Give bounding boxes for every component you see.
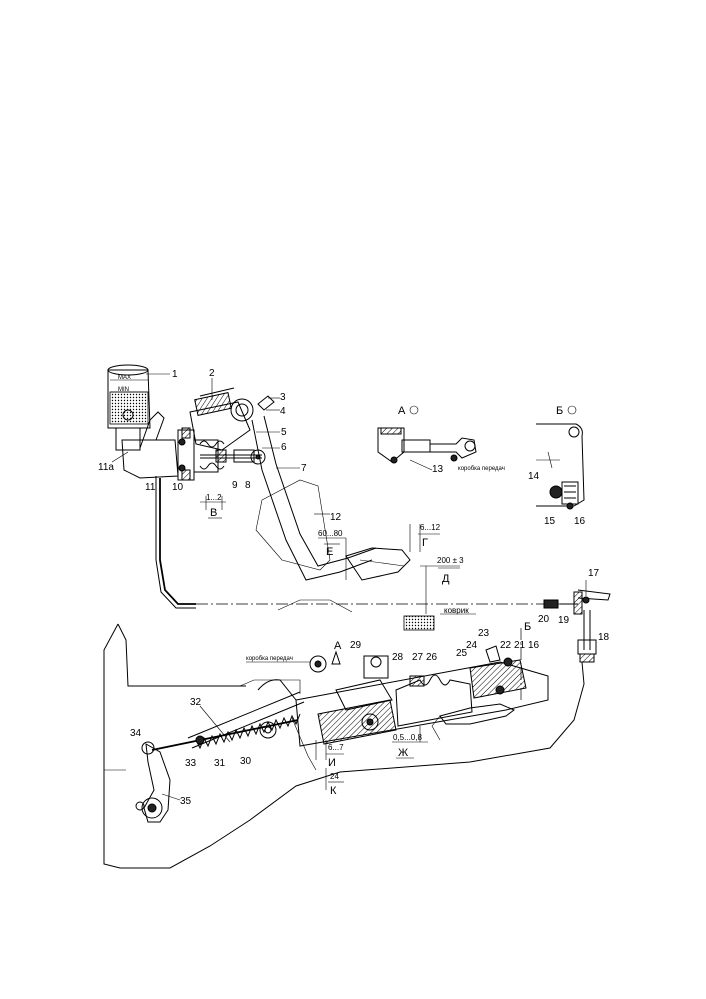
callout-29: 29	[350, 640, 362, 651]
callout-3: 3	[280, 392, 286, 403]
return-spring	[187, 691, 305, 750]
view-b-detail: Б	[536, 405, 585, 510]
slave-cylinder	[295, 645, 549, 747]
dimension-d-value: 200 ± 3	[437, 556, 464, 565]
callout-8: 8	[245, 480, 251, 491]
dimension-e-value: 60...80	[318, 529, 343, 538]
hydraulic-hose	[155, 476, 196, 609]
callout-19: 19	[558, 615, 570, 626]
callout-1: 1	[172, 369, 178, 380]
pedal-bracket	[189, 387, 275, 465]
reservoir-max-label: MAX	[118, 375, 131, 381]
callout-22: 22	[500, 640, 512, 651]
callout-30: 30	[240, 756, 252, 767]
push-rod	[141, 719, 299, 755]
callout-35: 35	[180, 796, 192, 807]
view-markers-bottom: А Б коробка передач	[246, 621, 531, 700]
view-e-label: Е	[326, 546, 333, 558]
callout-33: 33	[185, 758, 197, 769]
dimension-v-value: 1...2	[206, 493, 222, 502]
view-a-top-label: А	[398, 405, 406, 417]
view-g-label: Г	[422, 537, 428, 549]
callout-21: 21	[514, 640, 526, 651]
view-a-bottom-label: А	[334, 640, 342, 652]
master-cylinder	[121, 411, 262, 481]
callout-4: 4	[280, 406, 286, 417]
callout-2: 2	[209, 368, 215, 379]
callout-17: 17	[588, 568, 600, 579]
view-a-detail: А коробка передач	[377, 405, 505, 472]
dimension-k: 24 К	[325, 768, 344, 797]
callout-12: 12	[330, 512, 342, 523]
dimension-g-value: 6...12	[420, 523, 441, 532]
callout-20: 20	[538, 614, 550, 625]
floor-mat: коврик	[403, 606, 476, 631]
callout-18: 18	[598, 632, 610, 643]
callout-31: 31	[214, 758, 226, 769]
view-b-bottom-label: Б	[524, 621, 531, 633]
dimension-d: 200 ± 3 Д	[420, 556, 464, 614]
dimension-i: 6...7 И	[315, 740, 344, 769]
dimension-e: 60...80 Е	[318, 529, 347, 580]
clutch-pedal	[251, 415, 411, 613]
callout-7: 7	[301, 463, 307, 474]
callout-11a: 11а	[98, 462, 114, 473]
callout-9: 9	[232, 480, 238, 491]
callout-28: 28	[392, 652, 404, 663]
master-cylinder-reservoir: MAX MIN	[107, 364, 151, 451]
callout-25: 25	[456, 648, 468, 659]
callout-26: 26	[426, 652, 438, 663]
view-zh-label: Ж	[398, 747, 408, 759]
view-d-label: Д	[442, 573, 450, 585]
release-lever	[135, 743, 171, 823]
floor-mat-label: коврик	[444, 606, 469, 615]
dimension-g: 6...12 Г	[409, 523, 441, 552]
callout-16: 16	[574, 516, 586, 527]
view-v-label: В	[210, 507, 217, 519]
gearbox-main-label: коробка передач	[246, 656, 293, 662]
callout-32: 32	[190, 697, 202, 708]
dimension-v: 1...2 В	[200, 493, 226, 519]
dimension-zh: 0,5...0,8 Ж	[392, 726, 428, 759]
callout-6: 6	[281, 442, 287, 453]
callout-27: 27	[412, 652, 424, 663]
callouts: 1 2 3 4 5 6 7 8 9 10 11 11а 12 13 14 15 …	[98, 368, 610, 807]
dimension-i-value: 6...7	[328, 743, 344, 752]
dimension-zh-value: 0,5...0,8	[393, 733, 422, 742]
callout-10: 10	[172, 482, 184, 493]
callout-16b: 16	[528, 640, 540, 651]
callout-5: 5	[281, 427, 287, 438]
reservoir-min-label: MIN	[118, 387, 129, 393]
view-k-label: К	[330, 785, 337, 797]
gearbox-detail-label: коробка передач	[458, 466, 505, 472]
callout-11: 11	[145, 482, 156, 493]
callout-23: 23	[478, 628, 490, 639]
callout-15: 15	[544, 516, 556, 527]
callout-24: 24	[466, 640, 478, 651]
callout-24b: 24	[330, 772, 339, 781]
cable-bracket	[543, 589, 611, 663]
callout-13: 13	[432, 464, 444, 475]
view-i-label: И	[328, 757, 336, 769]
callout-34: 34	[130, 728, 142, 739]
callout-14: 14	[528, 471, 540, 482]
view-b-top-label: Б	[556, 405, 563, 417]
